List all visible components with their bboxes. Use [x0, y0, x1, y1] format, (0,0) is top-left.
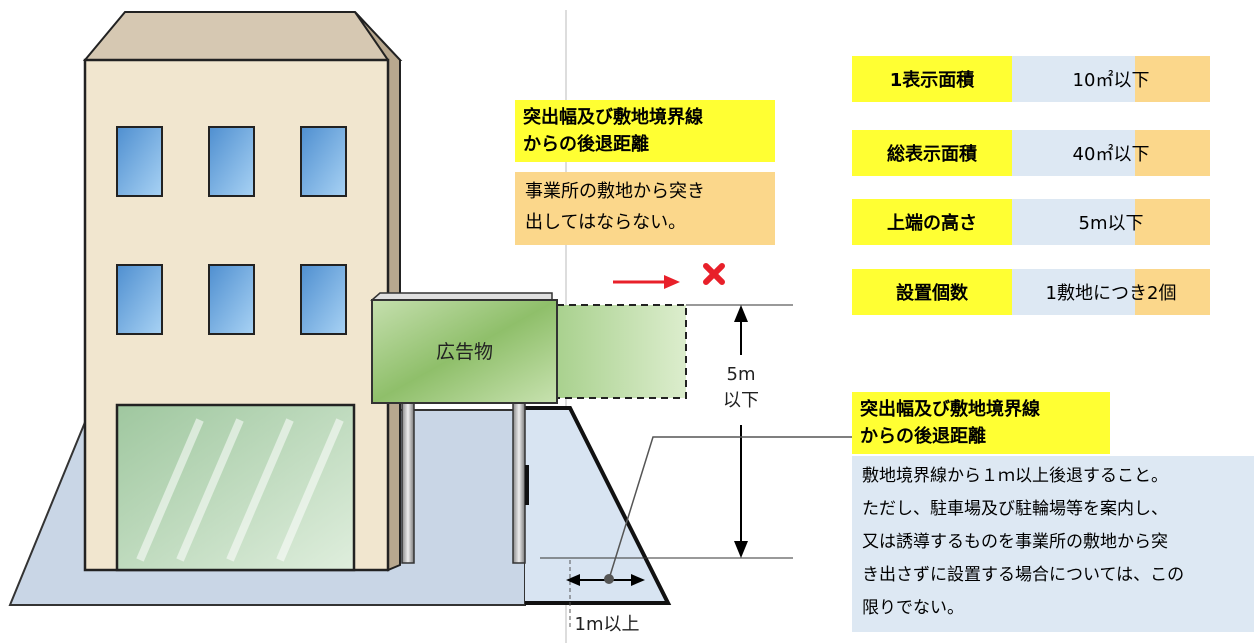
spec-value: 10㎡以下 — [1012, 56, 1210, 102]
callout-bottom-body: 敷地境界線から１ｍ以上後退すること。 ただし、駐車場及び駐輪場等を案内し、 又は… — [852, 456, 1254, 632]
window — [300, 264, 347, 335]
callout-bottom-title: 突出幅及び敷地境界線 からの後退距離 — [852, 392, 1110, 454]
height-label: 5m 以下 — [723, 364, 759, 411]
window — [208, 126, 255, 197]
spec-value: 5m以下 — [1012, 199, 1210, 245]
sign-pole — [512, 397, 526, 564]
leader-line — [608, 436, 852, 580]
sign-label: 広告物 — [435, 341, 493, 363]
prohibited-sign-extension — [556, 304, 687, 399]
spec-key: 総表示面積 — [852, 130, 1012, 176]
window — [300, 126, 347, 197]
callout-top-body: 事業所の敷地から突き 出してはならない。 — [515, 172, 775, 245]
spec-key: 設置個数 — [852, 269, 1012, 315]
spec-row-total-area: 総表示面積 40㎡以下 — [852, 130, 1210, 176]
setback-area — [525, 408, 668, 603]
window — [208, 264, 255, 335]
spec-row-display-area: 1表示面積 10㎡以下 — [852, 56, 1210, 102]
spec-value: 40㎡以下 — [1012, 130, 1210, 176]
spec-row-top-height: 上端の高さ 5m以下 — [852, 199, 1210, 245]
sign-board — [371, 299, 558, 404]
spec-key: 上端の高さ — [852, 199, 1012, 245]
setback-label: 1m以上 — [574, 614, 640, 635]
height-dimension-arrow — [734, 305, 748, 558]
sign-pole — [401, 397, 415, 564]
building — [82, 11, 403, 572]
right-arrow-icon — [613, 275, 680, 289]
spec-value: 1敷地につき2個 — [1012, 269, 1210, 315]
spec-row-count: 設置個数 1敷地につき2個 — [852, 269, 1210, 315]
window — [116, 264, 163, 335]
x-mark-icon — [703, 263, 725, 285]
callout-top-title: 突出幅及び敷地境界線 からの後退距離 — [515, 100, 775, 162]
spec-key: 1表示面積 — [852, 56, 1012, 102]
window — [116, 126, 163, 197]
